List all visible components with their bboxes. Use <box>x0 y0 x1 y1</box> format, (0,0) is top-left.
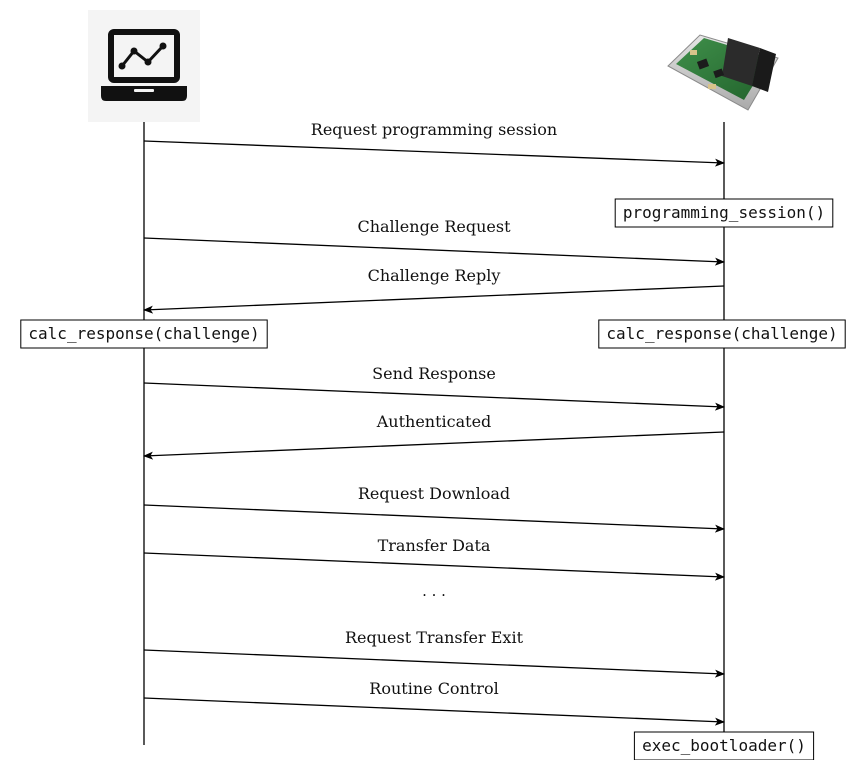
message-arrow <box>143 552 725 581</box>
message-label: Send Response <box>372 364 496 383</box>
laptop-analytics-icon <box>88 10 200 122</box>
function-box: calc_response(challenge) <box>20 319 268 349</box>
message-arrow <box>143 504 725 533</box>
message-arrow <box>143 697 725 726</box>
message-label: Transfer Data <box>378 536 491 555</box>
message-label: Request Download <box>358 484 510 503</box>
message-arrow <box>143 140 725 167</box>
message-arrow <box>143 285 725 314</box>
message-arrows <box>143 140 725 726</box>
message-label: Request Transfer Exit <box>345 628 524 647</box>
message-label: Authenticated <box>376 412 492 431</box>
function-box-frame <box>598 319 846 349</box>
function-boxes: programming_session() calc_response(chall… <box>20 198 846 760</box>
message-label: Routine Control <box>369 679 498 698</box>
ecu-board-icon <box>667 34 779 111</box>
function-box: programming_session() <box>614 198 834 228</box>
function-box-text: exec_bootloader() <box>642 736 806 755</box>
message-label: Challenge Request <box>357 217 511 236</box>
ellipsis: · · · <box>422 586 446 604</box>
function-box-text: calc_response(challenge) <box>28 324 259 343</box>
function-box-text: calc_response(challenge) <box>606 324 837 343</box>
function-box-text: programming_session() <box>623 203 825 222</box>
message-arrow <box>143 431 725 460</box>
message-arrow <box>143 649 725 678</box>
function-box-frame <box>20 319 268 349</box>
function-box: exec_bootloader() <box>633 731 815 760</box>
function-box-frame <box>614 198 834 228</box>
function-box-frame <box>633 731 815 760</box>
message-arrow <box>143 237 725 266</box>
message-label: Challenge Reply <box>368 266 501 285</box>
message-arrow <box>143 382 725 411</box>
function-box: calc_response(challenge) <box>598 319 846 349</box>
message-label: Request programming session <box>311 120 557 139</box>
